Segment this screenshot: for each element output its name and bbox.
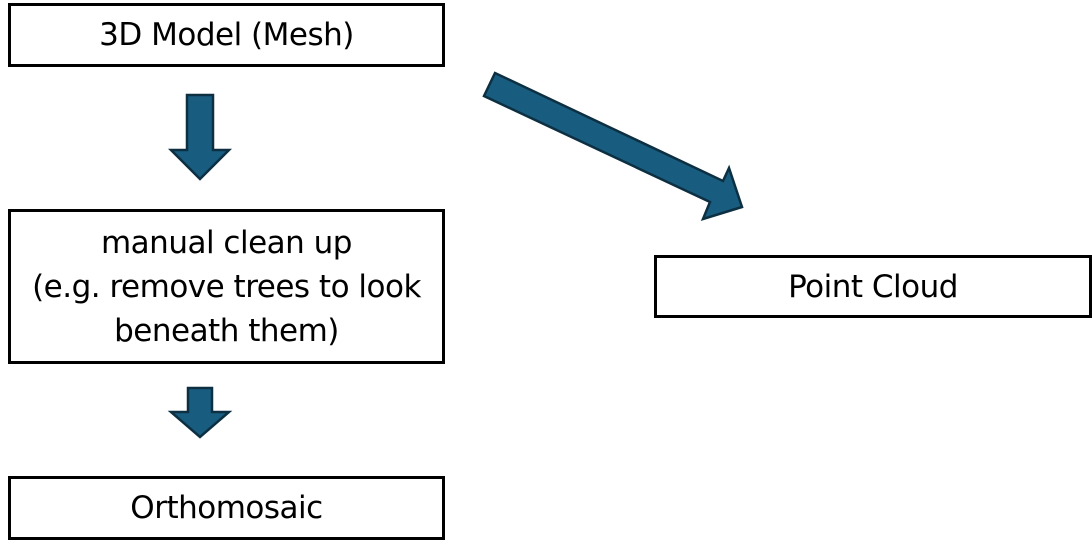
node-label-line: beneath them) [114, 312, 339, 349]
down-arrow-icon [167, 386, 233, 439]
node-label: Orthomosaic [130, 490, 323, 526]
node-3d-model-mesh: 3D Model (Mesh) [8, 3, 445, 67]
node-label: 3D Model (Mesh) [99, 17, 354, 53]
diagonal-arrow-icon [482, 71, 744, 221]
node-label-line: (e.g. remove trees to look [32, 268, 421, 305]
node-orthomosaic: Orthomosaic [8, 476, 445, 540]
down-arrow-icon [167, 93, 233, 181]
node-label: Point Cloud [788, 268, 958, 305]
node-manual-clean-up: manual clean up (e.g. remove trees to lo… [8, 209, 445, 364]
node-label-line: manual clean up [100, 224, 353, 261]
node-point-cloud: Point Cloud [654, 255, 1092, 318]
